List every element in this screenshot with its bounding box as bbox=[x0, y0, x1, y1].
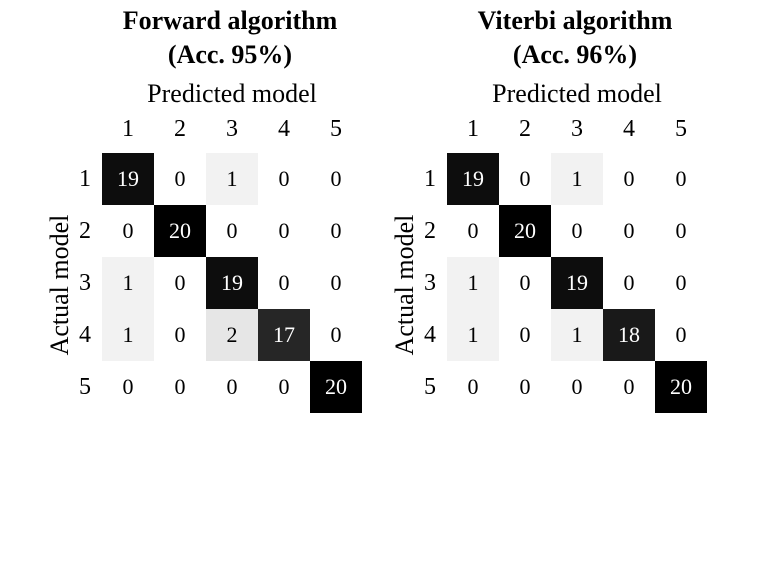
matrix-cell: 0 bbox=[603, 361, 655, 413]
matrix-cell: 18 bbox=[603, 309, 655, 361]
matrix-cell: 0 bbox=[154, 153, 206, 205]
matrix-cell: 0 bbox=[655, 153, 707, 205]
y-tick-label: 3 bbox=[79, 270, 91, 296]
matrix-cell: 0 bbox=[102, 205, 154, 257]
matrix-cell: 0 bbox=[310, 309, 362, 361]
x-tick-label: 5 bbox=[330, 116, 342, 142]
matrix-cell: 1 bbox=[102, 257, 154, 309]
y-tick-label: 2 bbox=[79, 218, 91, 244]
matrix-cell: 0 bbox=[447, 361, 499, 413]
matrix-cell: 19 bbox=[551, 257, 603, 309]
chart-title: Viterbi algorithm bbox=[477, 6, 673, 35]
matrix-cell: 0 bbox=[499, 361, 551, 413]
matrix-cell: 0 bbox=[258, 257, 310, 309]
x-tick-label: 5 bbox=[675, 116, 687, 142]
matrix-cell: 0 bbox=[258, 361, 310, 413]
matrix-cell: 0 bbox=[551, 361, 603, 413]
matrix-cell: 1 bbox=[551, 309, 603, 361]
matrix-cell: 0 bbox=[499, 153, 551, 205]
x-tick-label: 3 bbox=[226, 116, 238, 142]
x-axis-label: Predicted model bbox=[147, 79, 317, 108]
matrix-cell: 0 bbox=[154, 257, 206, 309]
matrix-cell: 0 bbox=[310, 153, 362, 205]
y-tick-label: 1 bbox=[424, 166, 436, 192]
y-tick-label: 5 bbox=[424, 374, 436, 400]
matrix-cell: 0 bbox=[655, 205, 707, 257]
matrix-cell: 0 bbox=[603, 205, 655, 257]
y-tick-label: 2 bbox=[424, 218, 436, 244]
matrix-cell: 0 bbox=[258, 153, 310, 205]
matrix-cell: 0 bbox=[447, 205, 499, 257]
x-tick-label: 2 bbox=[174, 116, 186, 142]
matrix-cell: 1 bbox=[551, 153, 603, 205]
matrix-cell: 0 bbox=[655, 309, 707, 361]
x-tick-label: 3 bbox=[571, 116, 583, 142]
chart-subtitle: (Acc. 96%) bbox=[512, 40, 638, 69]
x-tick-label: 4 bbox=[278, 116, 290, 142]
matrix-cell: 20 bbox=[154, 205, 206, 257]
matrix-cell: 19 bbox=[102, 153, 154, 205]
matrix-cell: 1 bbox=[447, 309, 499, 361]
matrix-cell: 2 bbox=[206, 309, 258, 361]
chart-subtitle: (Acc. 95%) bbox=[167, 40, 293, 69]
y-tick-label: 1 bbox=[79, 166, 91, 192]
matrix-cell: 20 bbox=[310, 361, 362, 413]
x-tick-label: 4 bbox=[623, 116, 635, 142]
matrix-cell: 20 bbox=[499, 205, 551, 257]
y-tick-label: 4 bbox=[79, 322, 91, 348]
chart-title: Forward algorithm bbox=[122, 6, 338, 35]
viterbi-confusion-matrix: Viterbi algorithm (Acc. 96%) Predicted m… bbox=[345, 0, 735, 585]
x-tick-label: 2 bbox=[519, 116, 531, 142]
matrix-cell: 0 bbox=[206, 205, 258, 257]
matrix-cell: 0 bbox=[102, 361, 154, 413]
forward-confusion-matrix: Forward algorithm (Acc. 95%) Predicted m… bbox=[0, 0, 390, 585]
matrix-cell: 0 bbox=[154, 309, 206, 361]
matrix-cell: 0 bbox=[310, 257, 362, 309]
matrix-cell: 0 bbox=[603, 153, 655, 205]
x-axis-label: Predicted model bbox=[492, 79, 662, 108]
matrix-cell: 0 bbox=[154, 361, 206, 413]
matrix-cell: 0 bbox=[499, 309, 551, 361]
matrix-cell: 19 bbox=[206, 257, 258, 309]
matrix-cell: 17 bbox=[258, 309, 310, 361]
matrix-cell: 1 bbox=[447, 257, 499, 309]
x-tick-label: 1 bbox=[122, 116, 134, 142]
matrix-cell: 0 bbox=[499, 257, 551, 309]
y-tick-label: 4 bbox=[424, 322, 436, 348]
matrix-cell: 20 bbox=[655, 361, 707, 413]
matrix-cell: 0 bbox=[551, 205, 603, 257]
y-tick-label: 3 bbox=[424, 270, 436, 296]
matrix-cell: 0 bbox=[310, 205, 362, 257]
matrix-cell: 1 bbox=[102, 309, 154, 361]
matrix-cell: 0 bbox=[603, 257, 655, 309]
matrix-cell: 0 bbox=[655, 257, 707, 309]
matrix-cell: 0 bbox=[258, 205, 310, 257]
matrix-cell: 0 bbox=[206, 361, 258, 413]
matrix-cell: 19 bbox=[447, 153, 499, 205]
x-tick-label: 1 bbox=[467, 116, 479, 142]
y-tick-label: 5 bbox=[79, 374, 91, 400]
matrix-cell: 1 bbox=[206, 153, 258, 205]
